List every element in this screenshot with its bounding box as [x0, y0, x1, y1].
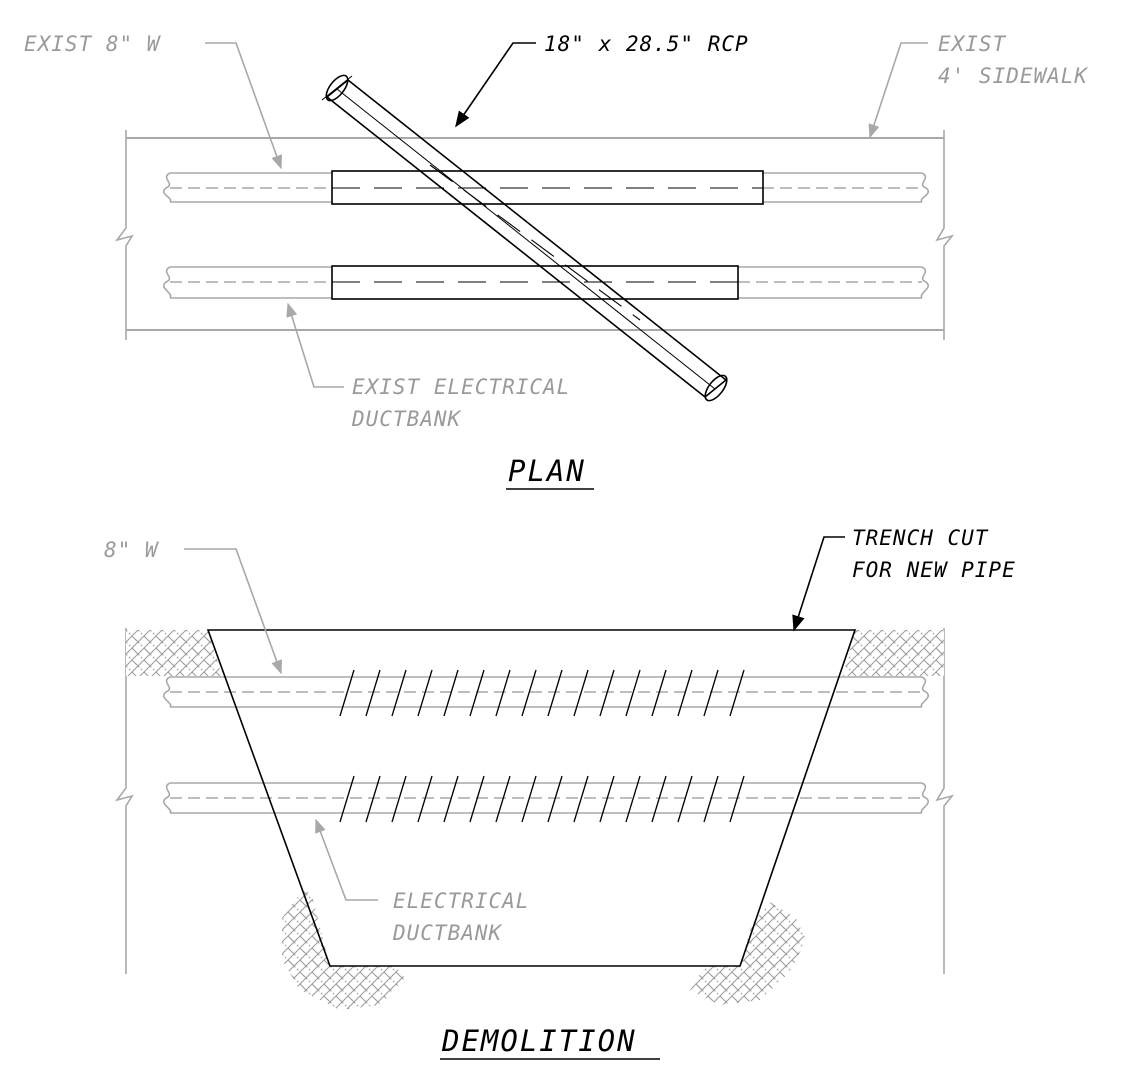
- demo-soil-hatch: [126, 630, 944, 1010]
- demo-trench-label-1: TRENCH CUT: [852, 526, 989, 550]
- demo-water-label: 8" W: [104, 538, 160, 562]
- demolition-hatch-mark: [547, 775, 563, 823]
- demolition-hatch-mark: [339, 775, 355, 823]
- demolition-view: 8" W TRENCH CUT FOR NEW PIPE ELECTRICAL …: [104, 526, 1016, 1060]
- demolition-hatch-mark: [521, 775, 537, 823]
- demolition-hatch-mark: [651, 775, 667, 823]
- demolition-hatch-mark: [677, 669, 693, 717]
- plan-ductbank: [163, 266, 929, 299]
- demolition-hatch-mark: [495, 669, 511, 717]
- plan-water-main: [163, 172, 929, 203]
- plan-sidewalk-label-2: 4' SIDEWALK: [938, 64, 1088, 88]
- demolition-hatch-mark: [599, 775, 615, 823]
- demolition-hatch-mark: [573, 775, 589, 823]
- demo-hatch-ductbank: [339, 775, 745, 823]
- demolition-hatch-mark: [443, 669, 459, 717]
- demo-ductbank-label-1: ELECTRICAL: [393, 889, 529, 913]
- demolition-hatch-mark: [365, 775, 381, 823]
- demo-leaders: [184, 536, 845, 901]
- plan-rcp-pipe: [321, 74, 728, 402]
- demolition-hatch-mark: [729, 775, 745, 823]
- demolition-hatch-mark: [651, 669, 667, 717]
- plan-leaders: [205, 42, 928, 388]
- demo-water-main: [163, 676, 929, 708]
- demolition-hatch-mark: [365, 669, 381, 717]
- demolition-title: DEMOLITION: [441, 1024, 637, 1058]
- demolition-hatch-mark: [521, 669, 537, 717]
- demolition-hatch-mark: [417, 775, 433, 823]
- plan-sidewalk-outline: [114, 130, 955, 340]
- demolition-hatch-mark: [469, 775, 485, 823]
- demolition-hatch-mark: [625, 669, 641, 717]
- plan-sidewalk-label-1: EXIST: [938, 32, 1007, 56]
- demo-ductbank-label-2: DUCTBANK: [392, 921, 503, 945]
- plan-title: PLAN: [508, 454, 586, 488]
- demolition-hatch-mark: [547, 669, 563, 717]
- demolition-hatch-mark: [495, 775, 511, 823]
- demolition-hatch-mark: [729, 669, 745, 717]
- demolition-hatch-mark: [573, 669, 589, 717]
- demolition-hatch-mark: [677, 775, 693, 823]
- demolition-hatch-mark: [599, 669, 615, 717]
- demo-outline: [114, 628, 955, 974]
- demolition-hatch-mark: [469, 669, 485, 717]
- demolition-hatch-mark: [625, 775, 641, 823]
- demolition-hatch-mark: [391, 669, 407, 717]
- plan-water-label: EXIST 8" W: [24, 32, 162, 56]
- plan-rcp-label: 18" x 28.5" RCP: [544, 32, 749, 56]
- demolition-hatch-mark: [703, 775, 719, 823]
- demo-trench-outline: [206, 629, 857, 967]
- plan-replacement-sections: [331, 170, 764, 300]
- demo-trench-label-2: FOR NEW PIPE: [852, 558, 1016, 582]
- demo-ductbank: [163, 782, 929, 814]
- demo-hatch-water: [339, 669, 745, 717]
- demolition-hatch-mark: [703, 669, 719, 717]
- demolition-hatch-mark: [417, 669, 433, 717]
- plan-ductbank-label-1: EXIST ELECTRICAL: [352, 375, 570, 399]
- demolition-hatch-mark: [391, 775, 407, 823]
- demolition-hatch-mark: [339, 669, 355, 717]
- plan-ductbank-label-2: DUCTBANK: [351, 407, 462, 431]
- demolition-hatch-mark: [443, 775, 459, 823]
- plan-view: EXIST 8" W 18" x 28.5" RCP EXIST 4' SIDE…: [24, 32, 1088, 490]
